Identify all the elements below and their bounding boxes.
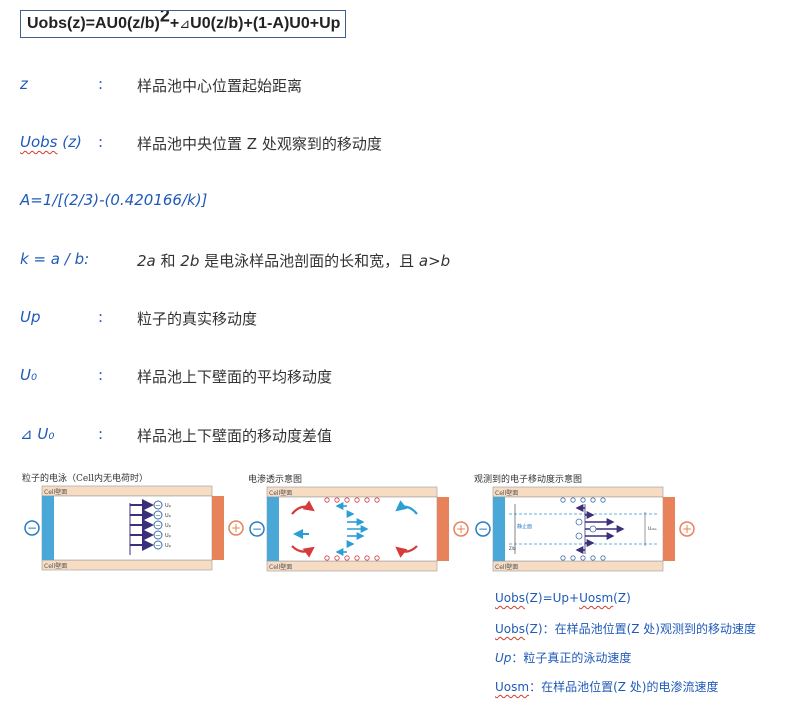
observed-mobility-diagram: Cell壁面 Cell壁面 − + 静止面 Z/b Uobs: [475, 486, 695, 572]
svg-text:−: −: [155, 542, 161, 550]
note-up: Up：粒子真正的泳动速度: [495, 651, 632, 665]
formula-sup: 2: [159, 10, 170, 26]
colon: :: [98, 75, 104, 93]
desc-uobs: 样品池中央位置 Z 处观察到的移动度: [137, 135, 382, 153]
top-wall: [492, 486, 664, 498]
circulation-arrow: [291, 545, 315, 558]
electroosmosis-diagram: Cell壁面 Cell壁面 − +: [249, 486, 469, 572]
svg-text:−: −: [155, 532, 161, 540]
plus-icon: [228, 520, 244, 536]
note-uosm: Uosm：在样品池位置(Z 处)的电渗流速度: [495, 680, 719, 694]
electrophoresis-diagram: Cell壁面 Cell壁面 − + − − − − − Up Up Up Up …: [24, 485, 244, 571]
svg-text:−: −: [155, 512, 161, 520]
svg-text:Up: Up: [165, 513, 172, 519]
bottom-wall-label: Cell壁面: [269, 563, 292, 571]
wall-charges-top: [560, 497, 606, 503]
minus-icon: [24, 520, 40, 536]
negative-electrode: [267, 497, 279, 561]
negative-electrode: [493, 497, 505, 561]
colon: :: [98, 308, 104, 326]
formula-a: A=1/[(2/3)-(0.420166/k)]: [20, 191, 208, 209]
circulation-arrow: [395, 500, 418, 515]
wall-charges-bottom: [324, 555, 380, 561]
svg-text:−: −: [155, 502, 161, 510]
svg-text:Up: Up: [165, 543, 172, 549]
minus-icon: [475, 521, 491, 537]
svg-text:−: −: [252, 522, 262, 536]
z-position-label: Z/b: [509, 546, 516, 551]
top-wall: [266, 486, 438, 498]
minus-icon: [249, 521, 265, 537]
term-delta-u0: ⊿ U₀: [20, 425, 55, 443]
positive-electrode: [437, 497, 449, 561]
colon: :: [98, 425, 104, 443]
colon: :: [98, 366, 104, 384]
positive-electrode: [212, 496, 224, 560]
stationary-layer-label: 静止面: [517, 523, 532, 530]
delta-symbol: ⊿: [179, 16, 191, 31]
formula-rest: U0(z/b)+(1-A)U0+Up: [190, 15, 341, 32]
note-equation: Uobs(Z)=Up+Uosm(Z): [495, 591, 631, 605]
wall-charges-top: [324, 497, 380, 503]
bottom-wall-label: Cell壁面: [44, 562, 67, 570]
formula-plus: +: [169, 15, 180, 32]
bottom-wall: [41, 559, 213, 571]
formula-base: Uobs(z)=AU0(z/b): [27, 15, 160, 32]
svg-text:+: +: [456, 522, 466, 536]
negative-electrode: [42, 496, 54, 560]
formula-box: Uobs(z)=AU0(z/b)2+⊿U0(z/b)+(1-A)U0+Up: [20, 10, 346, 38]
top-wall-label: Cell壁面: [44, 488, 67, 496]
desc-up: 粒子的真实移动度: [137, 310, 258, 328]
diagram-1-title: 粒子的电泳（Cell内无电荷时）: [22, 474, 148, 484]
plus-icon: [679, 521, 695, 537]
svg-text:−: −: [27, 521, 37, 535]
up-labels: Up Up Up Up Up: [165, 503, 172, 549]
particle-arrows: [130, 499, 154, 551]
top-wall: [41, 485, 213, 497]
svg-text:Up: Up: [165, 523, 172, 529]
svg-text:−: −: [478, 522, 488, 536]
bottom-wall: [266, 560, 438, 572]
colon: :: [98, 133, 104, 151]
svg-text:+: +: [231, 521, 241, 535]
diagram-3-title: 观测到的电子移动度示意图: [474, 475, 583, 485]
top-wall-label: Cell壁面: [495, 489, 518, 497]
osmosis-profile: [335, 502, 369, 556]
positive-electrode: [663, 497, 675, 561]
svg-text:+: +: [682, 522, 692, 536]
wall-charges-bottom: [560, 555, 606, 561]
term-u0: U₀: [20, 366, 37, 384]
observed-arrows: [575, 504, 625, 554]
particles: [575, 518, 597, 540]
desc-k: 2a 和 2b 是电泳样品池剖面的长和宽，且 a>b: [137, 252, 451, 270]
svg-text:−: −: [155, 522, 161, 530]
diagram-2-title: 电渗透示意图: [248, 475, 303, 485]
term-uobs: Uobs (z): [20, 133, 82, 151]
plus-icon: [453, 521, 469, 537]
svg-text:Up: Up: [165, 533, 172, 539]
term-k: k = a / b:: [20, 250, 90, 268]
note-uobs: Uobs(Z)：在样品池位置(Z 处)观测到的移动速度: [495, 622, 756, 636]
term-up: Up: [20, 308, 41, 326]
desc-z: 样品池中心位置起始距离: [137, 77, 303, 95]
svg-text:Up: Up: [165, 503, 172, 509]
bottom-wall-label: Cell壁面: [495, 563, 518, 571]
top-wall-label: Cell壁面: [269, 489, 292, 497]
desc-delta-u0: 样品池上下壁面的移动度差值: [137, 427, 333, 445]
term-z: z: [20, 75, 28, 93]
circulation-arrow: [395, 545, 418, 558]
uobs-label: Uobs: [648, 526, 657, 532]
circulation-arrow: [291, 500, 315, 515]
desc-u0: 样品池上下壁面的平均移动度: [137, 368, 333, 386]
particles: − − − − −: [153, 500, 163, 550]
bottom-wall: [492, 560, 664, 572]
